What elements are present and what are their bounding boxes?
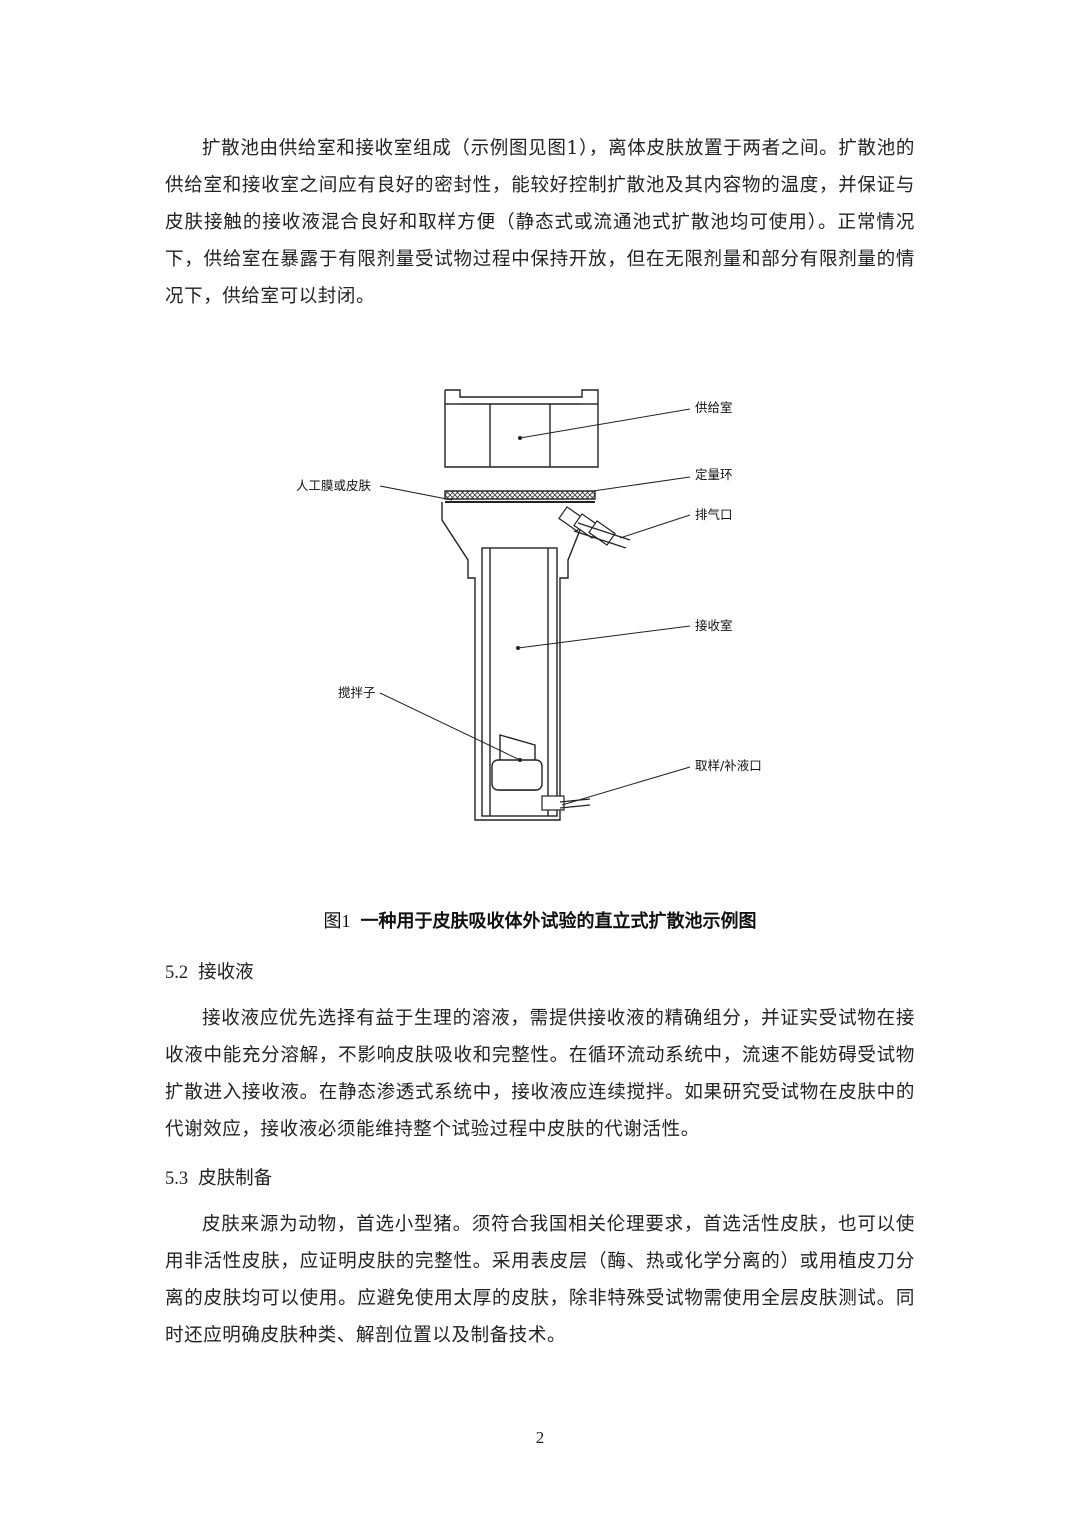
paragraph-skin-preparation: 皮肤来源为动物，首选小型猪。须符合我国相关伦理要求，首选活性皮肤，也可以使用非活… [165, 1214, 915, 1346]
section-heading-5-2: 5.2 接收液 [165, 958, 254, 984]
page-number: 2 [535, 1428, 545, 1447]
section-number: 5.2 [165, 963, 189, 983]
label-stirrer: 搅拌子 [338, 685, 376, 700]
figure-caption: 图1 一种用于皮肤吸收体外试验的直立式扩散池示例图 [0, 907, 1080, 933]
label-vent: 排气口 [695, 507, 733, 522]
label-donor-chamber: 供给室 [695, 400, 733, 415]
section-heading-5-3: 5.3 皮肤制备 [165, 1164, 272, 1190]
vent-port-shape [558, 506, 631, 549]
donor-chamber-shape [444, 389, 599, 468]
diffusion-cell-figure: 供给室 定量环 人工膜或皮肤 排气口 接收室 搅拌子 取样/补液口 [296, 389, 762, 821]
dosing-ring-shape [444, 490, 596, 503]
paragraph-diffusion-cell: 扩散池由供给室和接收室组成（示例图见图1），离体皮肤放置于两者之间。扩散池的供给… [165, 138, 915, 307]
section-title: 接收液 [198, 962, 254, 983]
section-title: 皮肤制备 [198, 1168, 273, 1189]
label-receptor-chamber: 接收室 [695, 618, 733, 633]
section-number: 5.3 [165, 1169, 189, 1189]
figure-caption-text: 一种用于皮肤吸收体外试验的直立式扩散池示例图 [360, 911, 757, 932]
sampling-port-shape [541, 795, 591, 811]
figure-number: 图1 [323, 911, 351, 931]
label-sampling-port: 取样/补液口 [695, 758, 762, 773]
label-dosing-ring: 定量环 [695, 467, 733, 482]
label-membrane: 人工膜或皮肤 [296, 478, 372, 493]
receptor-chamber-shape [441, 502, 581, 821]
paragraph-receptor-fluid: 接收液应优先选择有益于生理的溶液，需提供接收液的精确组分，并证实受试物在接收液中… [165, 1008, 915, 1140]
